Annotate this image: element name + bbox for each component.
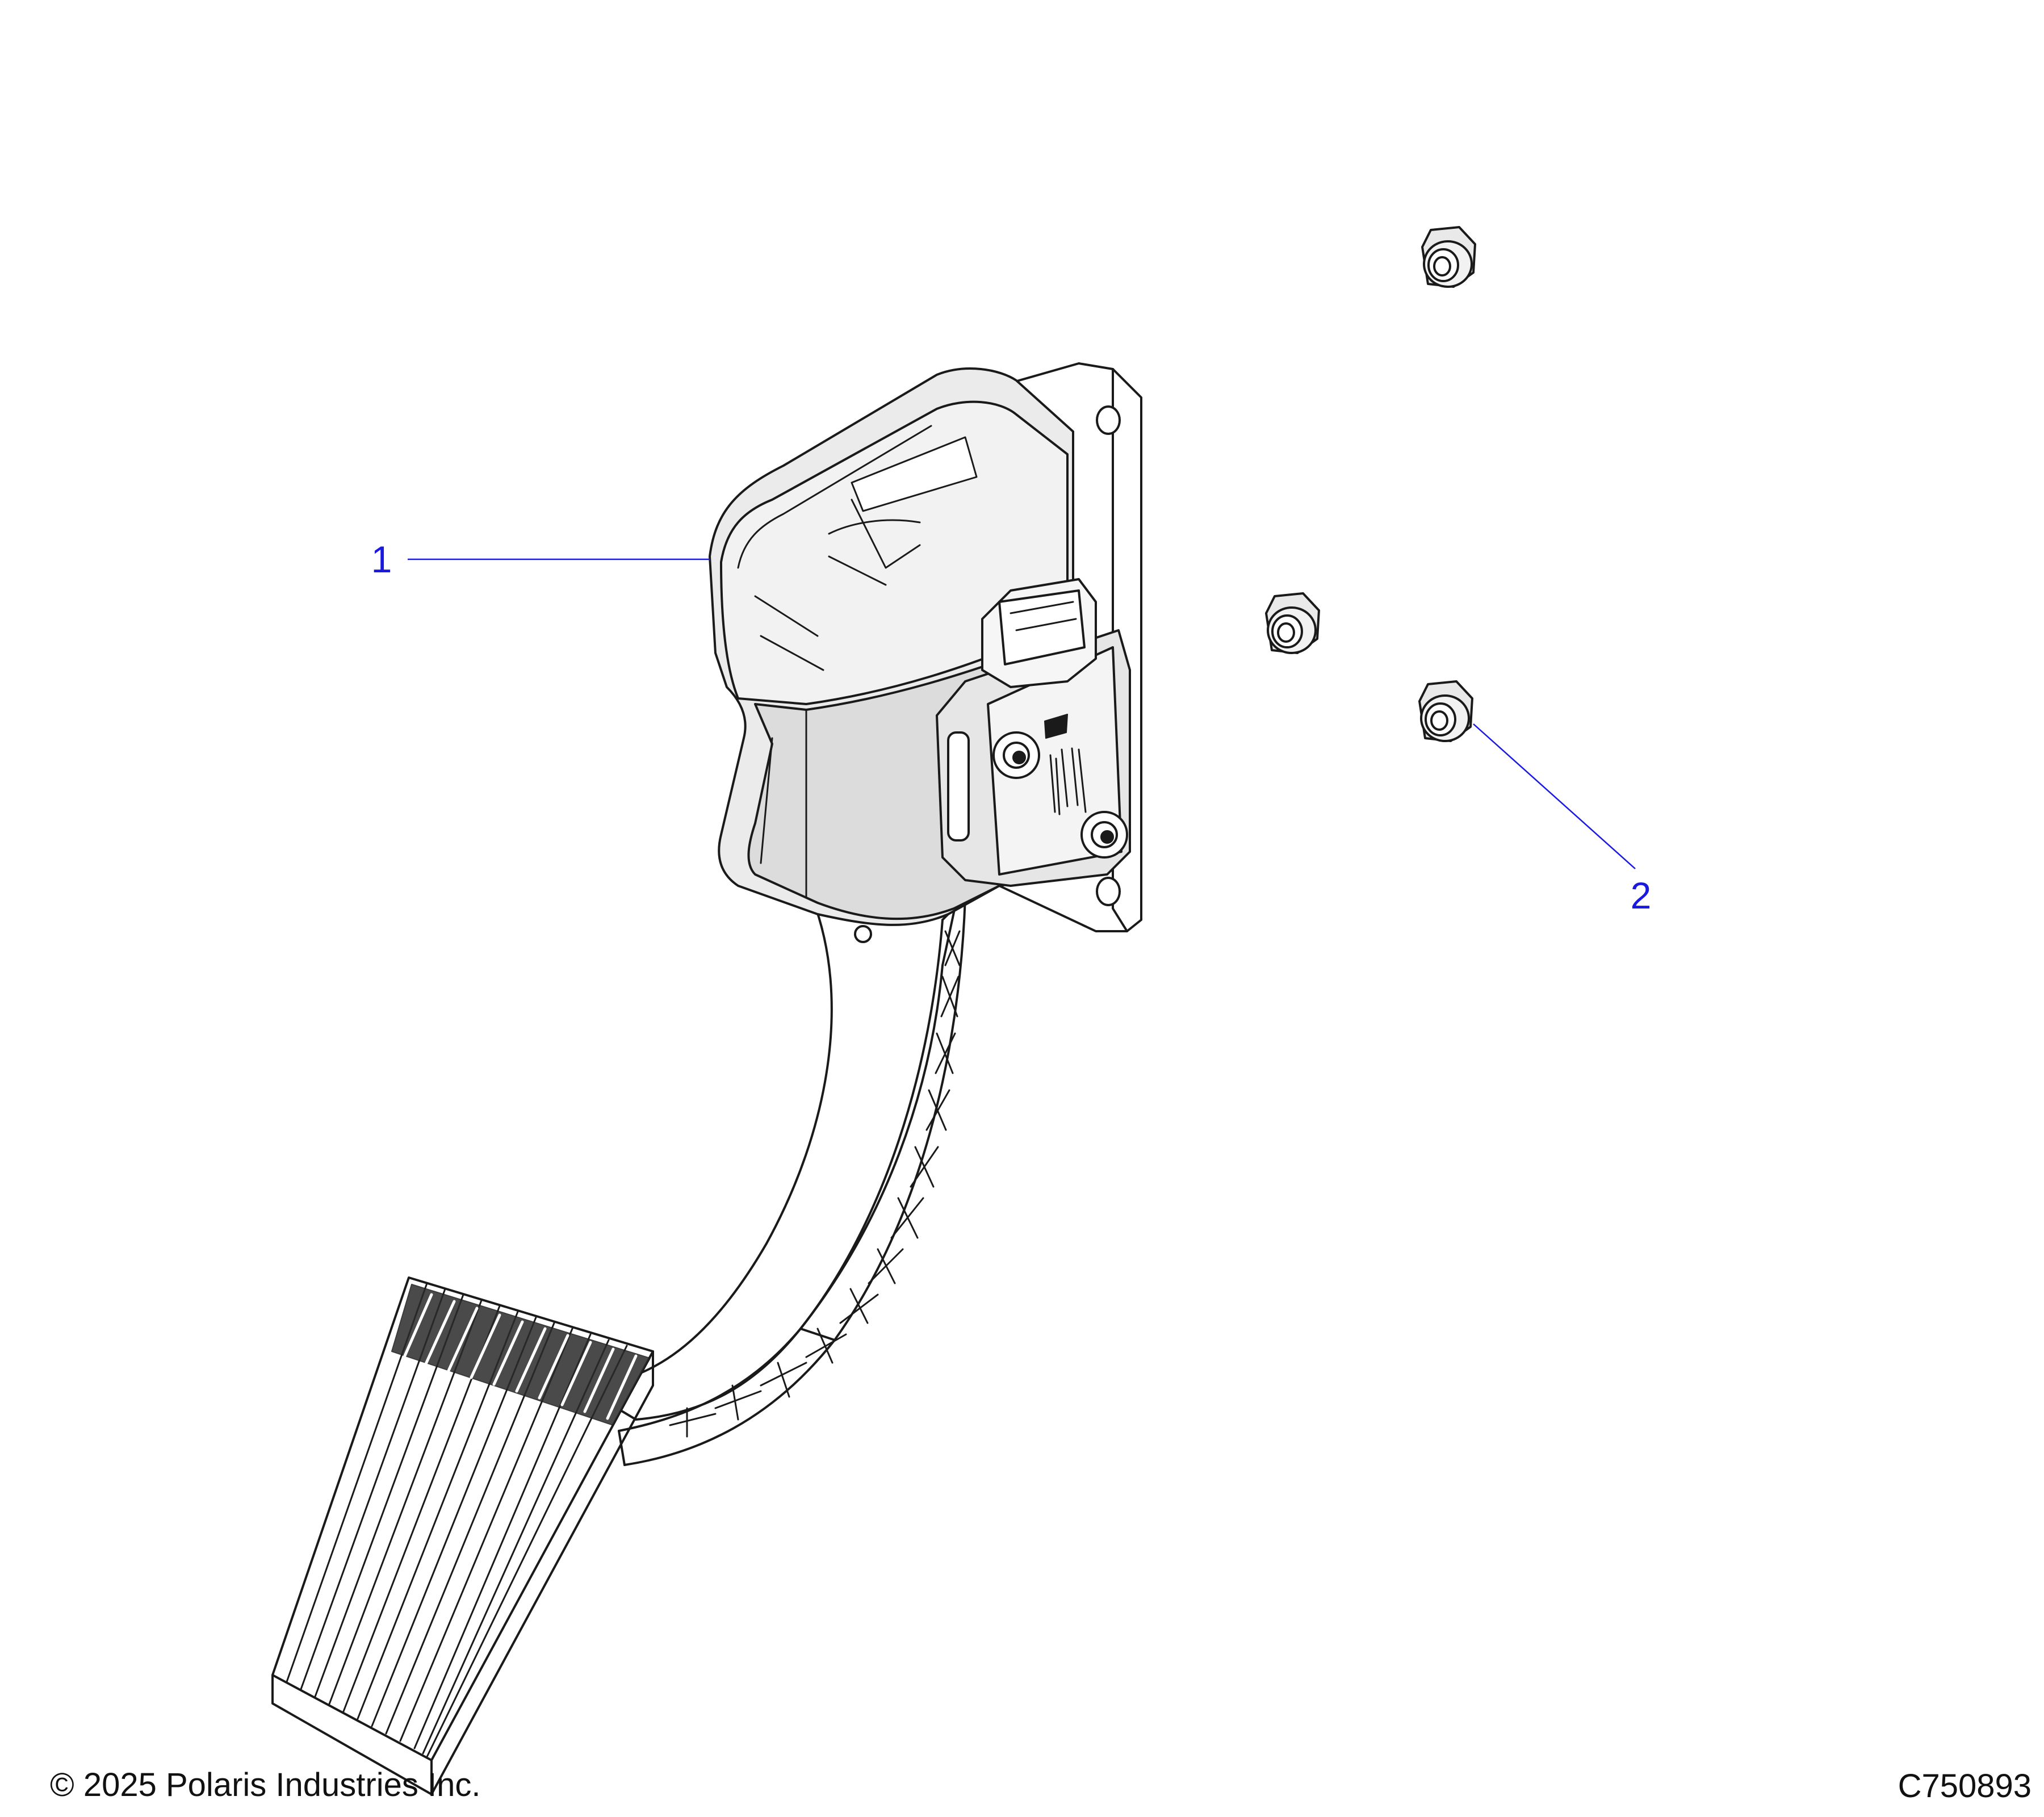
callout-number-1: 1 bbox=[371, 538, 392, 580]
williams-controls-logo-icon bbox=[1044, 714, 1068, 739]
callout-2: 2 bbox=[1473, 723, 1652, 916]
copyright-notice: © 2025 Polaris Industries Inc. bbox=[50, 1766, 481, 1803]
callout-1: 1 bbox=[371, 538, 710, 580]
flange-nut-middle bbox=[1265, 592, 1320, 654]
sensor-module bbox=[936, 578, 1131, 887]
leader-line-2 bbox=[1473, 723, 1636, 869]
flange-nut-bottom bbox=[1418, 680, 1473, 742]
drawing-number: C750893 bbox=[1898, 1768, 2032, 1805]
foot-pad bbox=[271, 1276, 654, 1795]
flange-nut-top bbox=[1421, 226, 1476, 288]
sensor-bolt-upper bbox=[992, 731, 1040, 779]
sensor-bolt-lower bbox=[1080, 811, 1128, 859]
housing-label-lettering bbox=[1049, 747, 1087, 815]
callout-number-2: 2 bbox=[1631, 874, 1652, 916]
